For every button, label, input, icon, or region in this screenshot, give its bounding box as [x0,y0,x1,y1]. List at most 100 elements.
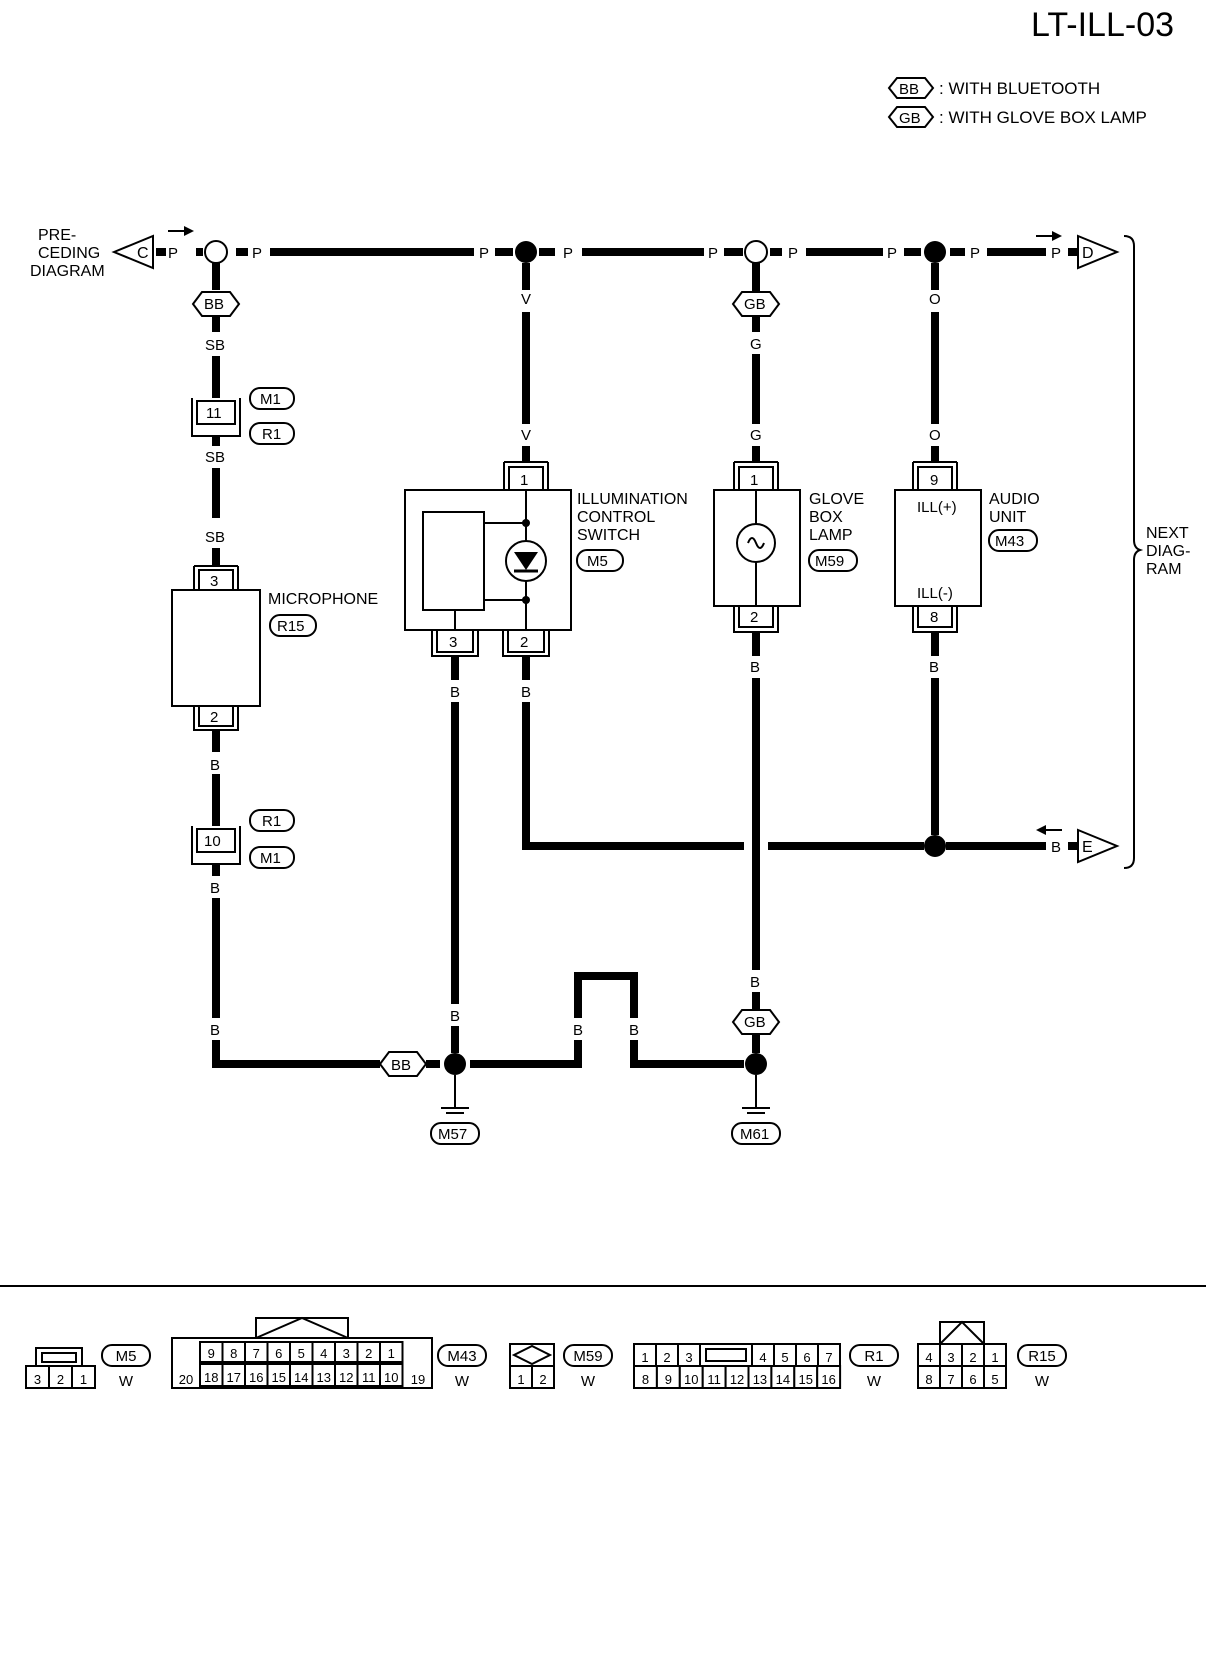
wire-color-label: B [573,1022,583,1039]
wire-color-label: B [750,659,760,676]
microphone-label: MICROPHONE [268,591,378,608]
svg-text:10: 10 [204,833,221,850]
splice-point-solid [924,835,946,857]
m43-pin: 11 [362,1370,376,1385]
svg-text:M1: M1 [260,391,281,408]
r1-pin: 3 [685,1350,692,1365]
svg-text:ILLUMINATION: ILLUMINATION [577,491,688,508]
m5-code: M5 [116,1348,137,1365]
m59-tag [563,1344,613,1367]
svg-text:GLOVE: GLOVE [809,491,864,508]
r15-tag [1017,1344,1067,1367]
m5-pin: 3 [34,1372,41,1387]
svg-text:P: P [252,245,262,262]
m43-pin-right: 19 [411,1372,425,1387]
joint-connector-upper: 11 [191,398,241,437]
ground-bus-wire [212,972,744,1068]
connector-tag-m1: M1 [249,387,295,410]
svg-text:GB: GB [744,1014,766,1031]
wire-color-label: B [210,880,220,897]
svg-text:CONTROL: CONTROL [577,509,655,526]
legend-bb-code: BB [899,81,919,98]
diagram-id: LT-ILL-03 [1031,6,1174,44]
svg-text:8: 8 [930,609,938,626]
svg-text:E: E [1082,839,1093,856]
svg-text:M43: M43 [995,533,1024,550]
svg-text:3: 3 [449,634,457,651]
svg-text:P: P [479,245,489,262]
legend-gb: GB : WITH GLOVE BOX LAMP [887,106,1147,128]
connector-tag-m43: M43 [988,529,1038,552]
svg-text:DIAG-: DIAG- [1146,543,1190,560]
svg-text:NEXT: NEXT [1146,525,1189,542]
connector-tag-m1-lower: M1 [249,846,295,869]
svg-text:PRE-: PRE- [38,227,76,244]
svg-text:P: P [1051,245,1061,262]
wire-color-label: O [929,291,941,308]
condition-tag-gb: GB [731,291,781,317]
svg-text:P: P [970,245,980,262]
r15-pin: 4 [925,1350,932,1365]
preceding-diagram-label: PRE- CEDING DIAGRAM [30,227,105,280]
m59-key [511,1344,553,1366]
connector-tag-m59: M59 [808,549,858,572]
r1-pin: 12 [730,1372,744,1387]
m43-pin: 12 [339,1370,353,1385]
next-diagram-bracket [1123,235,1144,869]
r1-pin: 16 [821,1372,835,1387]
r1-pin: 15 [799,1372,813,1387]
svg-text:2: 2 [210,709,218,726]
connector-tag-m5: M5 [576,549,624,572]
flow-arrow-icon [1036,231,1062,241]
wire-color-label: B [750,974,760,991]
svg-text:M5: M5 [587,553,608,570]
svg-text:R1: R1 [262,426,281,443]
svg-text:M61: M61 [740,1126,769,1143]
legend-bb: BB : WITH BLUETOOTH [887,77,1100,99]
ics-ground-wires [451,656,1078,1053]
splice-point-open [204,240,228,264]
r1-pin: 2 [663,1350,670,1365]
m5-latch-inner [41,1352,77,1363]
r15-wire-color: W [1035,1373,1050,1390]
audio-unit: 9 ILL(+) ILL(-) 8 [894,461,982,633]
m43-pin: 15 [272,1370,286,1385]
svg-text:CEDING: CEDING [38,245,100,262]
r1-pin: 11 [707,1372,721,1387]
offpage-e-marker: E [1077,828,1120,864]
offpage-c-marker: C [111,234,154,270]
m43-pin: 10 [384,1370,398,1385]
r1-pin: 14 [776,1372,790,1387]
glove-box-lamp: 1 2 [713,461,801,633]
m43-pin: 18 [204,1370,218,1385]
svg-text:11: 11 [206,405,222,422]
svg-text:D: D [1082,245,1094,262]
wire-color-label: B [210,1022,220,1039]
m43-pin-left: 20 [179,1372,193,1387]
m59-cell [531,1365,555,1389]
svg-text:2: 2 [750,609,758,626]
ground-splice [444,1053,466,1075]
svg-text:UNIT: UNIT [989,509,1027,526]
m43-pin: 9 [208,1346,215,1361]
offpage-d-marker: D [1077,234,1120,270]
connector-tag-r1-lower: R1 [249,809,295,832]
m43-hood [255,1317,349,1338]
svg-text:P: P [788,245,798,262]
m5-pin: 2 [57,1372,64,1387]
condition-tag-gb-ground: GB [731,1009,781,1035]
m43-pin: 6 [275,1346,282,1361]
wire-color-label: SB [205,529,225,546]
svg-text:GB: GB [744,296,766,313]
r1-pin: 9 [665,1372,672,1387]
svg-text:1: 1 [520,472,528,489]
ground-m61-icon [742,1075,770,1114]
wire-color-label: V [521,427,531,444]
svg-text:DIAGRAM: DIAGRAM [30,263,105,280]
wire-color-label: O [929,427,941,444]
m43-pin: 8 [230,1346,237,1361]
r15-pin: 6 [969,1372,976,1387]
svg-text:SWITCH: SWITCH [577,527,640,544]
m59-wire-color: W [581,1373,596,1390]
